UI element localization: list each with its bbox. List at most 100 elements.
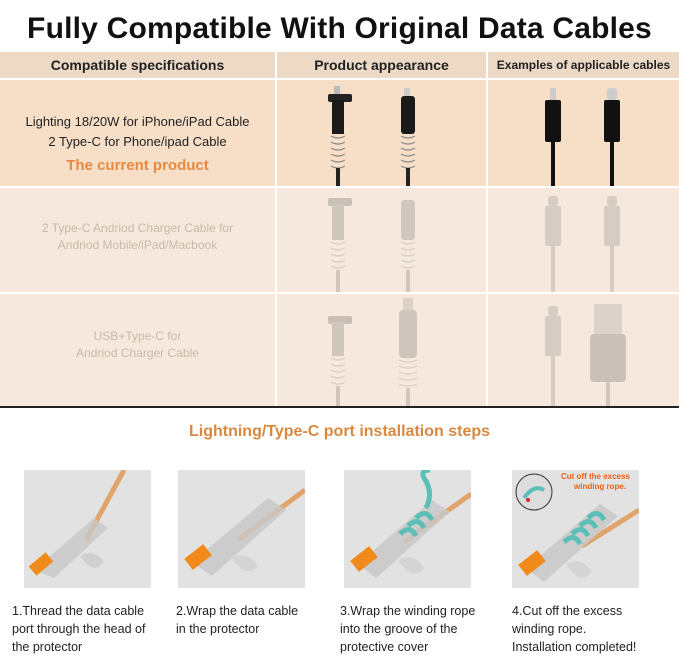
connector-body — [401, 200, 415, 240]
example-cables-image — [545, 88, 620, 186]
connector — [184, 544, 212, 570]
spec-text: USB+Type-C for Andriod Charger Cable — [0, 328, 275, 362]
cut-point — [526, 498, 530, 502]
product-appearance-image — [328, 198, 416, 292]
column-divider — [275, 52, 277, 406]
spec-line: Lighting 18/20W for iPhone/iPad Cable — [25, 114, 250, 129]
connector-body — [332, 204, 344, 240]
spec-line: USB+Type-C for — [93, 329, 182, 343]
spring-coil — [330, 135, 346, 169]
type-c-tip — [404, 88, 410, 98]
protector-tab — [566, 561, 592, 578]
connector-body — [332, 100, 344, 134]
spec-line: 2 Type-C for Phone/ipad Cable — [48, 134, 227, 149]
cable — [610, 246, 614, 292]
type-c-tip — [548, 196, 558, 206]
lightning-tip — [550, 88, 556, 100]
lightning-tip — [334, 86, 340, 94]
cable-connector — [604, 100, 620, 142]
protector-head — [328, 198, 352, 206]
step-4-image: Cut off the excess winding rope. — [512, 470, 639, 588]
spring-coil — [330, 241, 346, 269]
winding-rope — [398, 470, 435, 538]
compatibility-table: Compatible specifications Product appear… — [0, 52, 679, 406]
section-divider — [0, 406, 679, 408]
cable — [551, 356, 555, 406]
step-line: the protector — [12, 640, 83, 654]
cable — [406, 388, 410, 406]
type-c-tip — [607, 196, 617, 206]
table-row: 2 Type-C Andriod Charger Cable for Andri… — [0, 188, 679, 292]
protector-tab — [80, 553, 104, 568]
connector — [518, 550, 546, 576]
cable-connector — [545, 206, 561, 246]
step-line: protective cover — [340, 640, 429, 654]
spring-coil — [398, 359, 418, 387]
step-line: Installation completed! — [512, 640, 637, 654]
protector-tab — [232, 555, 258, 572]
spring-coil — [400, 241, 416, 269]
step-2-text: 2.Wrap the data cable in the protector — [176, 602, 336, 638]
step-line: 3.Wrap the winding rope — [340, 604, 476, 618]
connector — [350, 546, 378, 572]
step-line: port through the head of — [12, 622, 146, 636]
type-c-tip — [548, 306, 558, 316]
type-c-tip — [607, 88, 617, 100]
usb-tip — [403, 298, 413, 310]
connector-body — [399, 310, 417, 358]
connector-body — [401, 96, 415, 134]
step-2-image — [178, 470, 305, 588]
cable-connector — [604, 206, 620, 246]
steps-title: Lightning/Type-C port installation steps — [188, 423, 491, 440]
spring-coil — [330, 357, 346, 385]
connector-body — [332, 322, 344, 356]
cable-connector — [545, 316, 561, 356]
step-4-text: 4.Cut off the excess winding rope. Insta… — [512, 602, 677, 656]
cable — [406, 168, 410, 186]
cable — [610, 142, 614, 186]
spec-text: Lighting 18/20W for iPhone/iPad Cable 2 … — [0, 112, 275, 176]
table-row: Lighting 18/20W for iPhone/iPad Cable 2 … — [0, 80, 679, 186]
callout-line-1: Cut off the excess — [561, 472, 630, 481]
page-title: Fully Compatible With Original Data Cabl… — [27, 12, 652, 45]
cable — [406, 270, 410, 292]
spec-line: Andriod Mobile/iPad/Macbook — [57, 238, 218, 252]
current-product-label: The current product — [66, 157, 209, 174]
protector — [358, 500, 450, 578]
example-cables-image — [545, 304, 626, 406]
step-line: 4.Cut off the excess — [512, 604, 623, 618]
spec-text: 2 Type-C Andriod Charger Cable for Andri… — [0, 220, 275, 254]
detail-magnifier — [515, 473, 553, 511]
cable-connector — [545, 100, 561, 142]
cable — [551, 246, 555, 292]
product-appearance-image — [328, 298, 418, 406]
protector-tab — [398, 557, 424, 574]
cable — [580, 507, 639, 549]
header-applicable-cables: Examples of applicable cables — [488, 52, 679, 78]
spec-line: 2 Type-C Andriod Charger Cable for — [41, 221, 234, 235]
product-appearance-image — [328, 86, 416, 186]
protector — [34, 518, 108, 578]
step-line: in the protector — [176, 622, 260, 636]
cable — [606, 382, 610, 406]
spring-coil — [400, 135, 416, 169]
example-cables-image — [545, 196, 620, 292]
step-line: 1.Thread the data cable — [12, 604, 145, 618]
step-line: winding rope. — [512, 622, 587, 636]
column-divider — [486, 52, 488, 406]
spec-line: Andriod Charger Cable — [76, 346, 199, 360]
cable — [336, 386, 340, 406]
step-1-text: 1.Thread the data cable port through the… — [12, 602, 172, 656]
winding-rope — [562, 511, 607, 546]
step-3-image — [344, 470, 471, 588]
cable — [336, 168, 340, 186]
step-line: into the groove of the — [340, 622, 458, 636]
step-line: 2.Wrap the data cable — [176, 604, 299, 618]
header-product-appearance: Product appearance — [277, 52, 486, 78]
header-compatible-specifications: Compatible specifications — [0, 52, 275, 78]
cable — [551, 142, 555, 186]
usb-tip — [594, 304, 622, 334]
step-1-image — [24, 470, 151, 588]
cable — [336, 270, 340, 292]
cable-connector — [590, 334, 626, 382]
